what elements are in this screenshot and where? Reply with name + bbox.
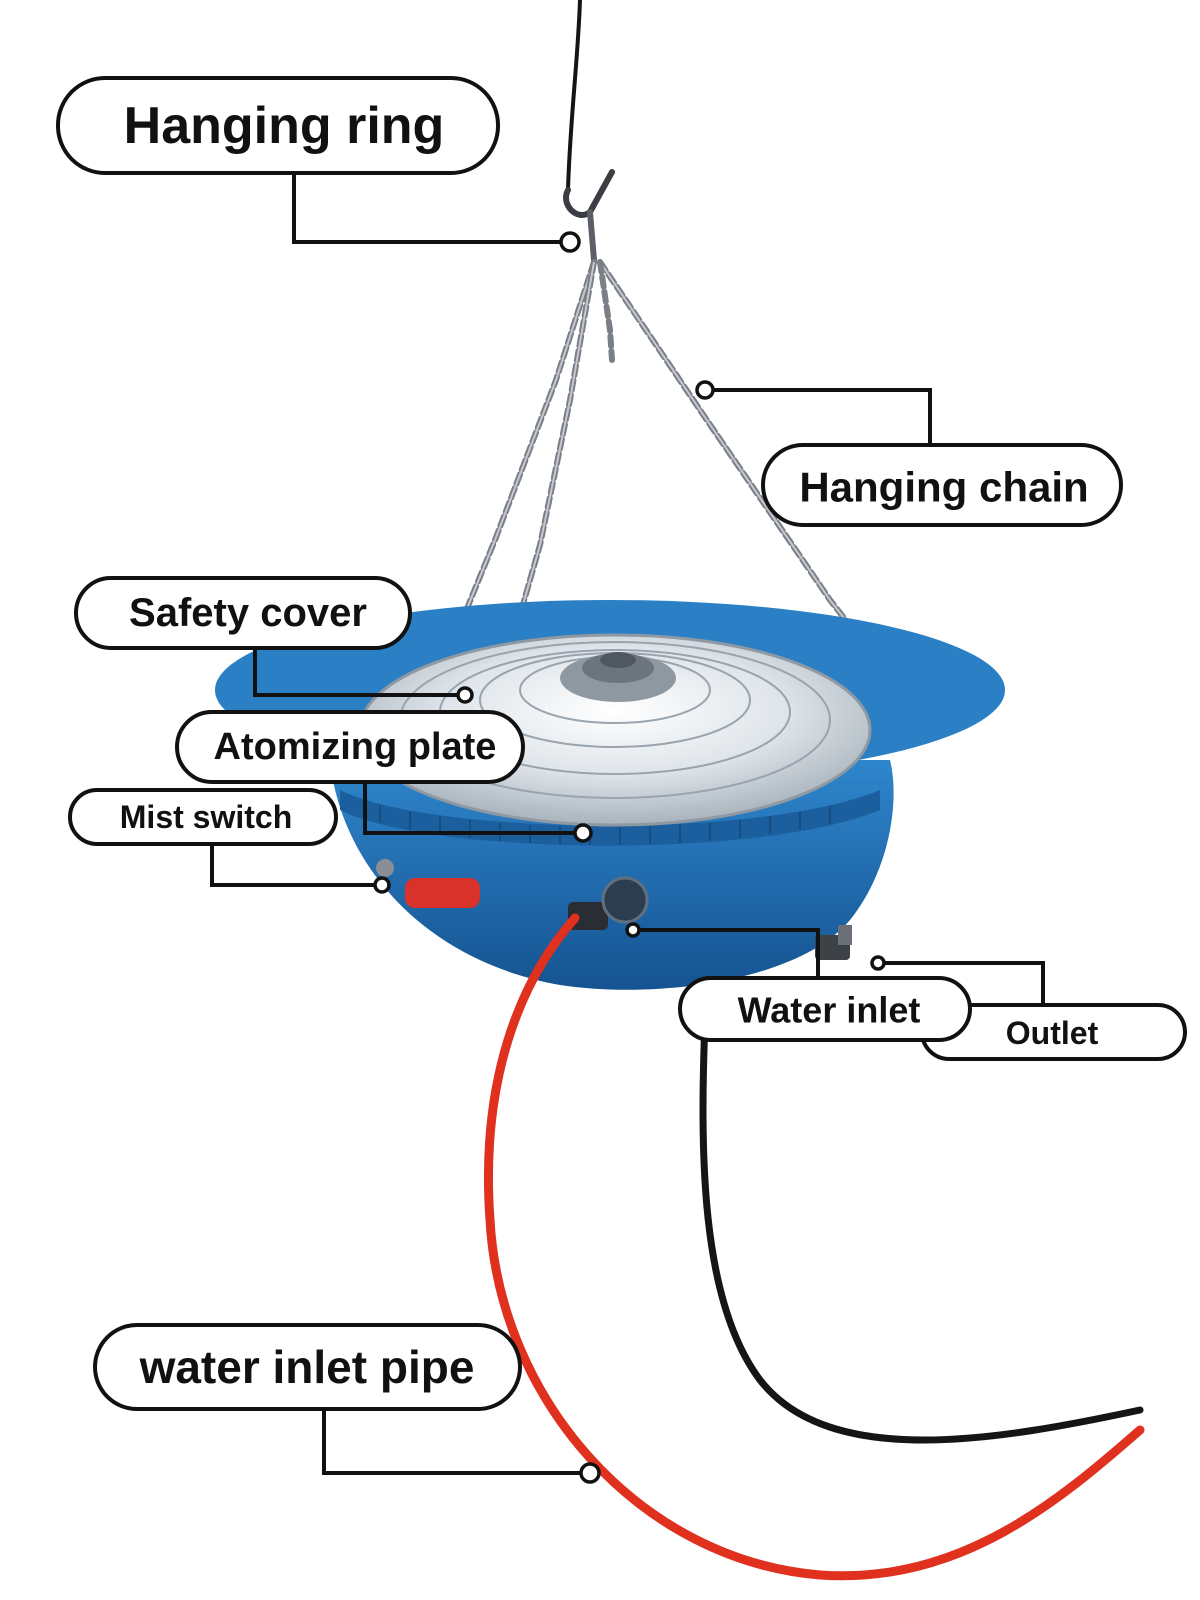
outlet-connector xyxy=(815,925,852,960)
power-cable xyxy=(699,1016,1144,1444)
leader-hanging-chain xyxy=(705,388,932,445)
leader-water-inlet-pipe xyxy=(322,1408,590,1475)
suspension-cable xyxy=(566,0,582,191)
callout-safety-cover: Safety cover xyxy=(74,576,474,704)
label-outlet: Outlet xyxy=(1006,1015,1099,1051)
anchor-hanging-ring xyxy=(559,231,581,253)
label-hanging-ring: Hanging ring xyxy=(124,97,445,155)
anchor-water-inlet-pipe xyxy=(579,1462,601,1484)
callout-water-inlet: Water inlet xyxy=(625,922,972,1042)
callout-atomizing-plate: Atomizing plate xyxy=(175,710,593,843)
leader-outlet xyxy=(878,961,1045,1008)
water-inlet-connector xyxy=(568,876,649,930)
anchor-hanging-chain xyxy=(695,380,715,400)
bowl xyxy=(330,760,894,990)
anchor-outlet xyxy=(870,955,886,971)
leader-safety-cover xyxy=(253,648,465,697)
fan-body xyxy=(215,600,1005,990)
anchor-safety-cover xyxy=(456,686,474,704)
leader-mist-switch xyxy=(210,843,382,887)
pill-hanging-ring xyxy=(56,76,500,175)
pill-safety-cover xyxy=(74,576,412,650)
label-atomizing-plate: Atomizing plate xyxy=(214,726,497,768)
callout-outlet: Outlet xyxy=(870,955,1187,1061)
callout-hanging-ring: Hanging ring xyxy=(56,76,581,253)
anchor-water-inlet xyxy=(625,922,641,938)
pill-atomizing-plate xyxy=(175,710,525,784)
callout-hanging-chain: Hanging chain xyxy=(695,380,1123,527)
mist-switch-knob xyxy=(376,859,480,908)
hanging-ring-hook xyxy=(563,169,615,263)
label-mist-switch: Mist switch xyxy=(120,799,292,835)
pill-hanging-chain xyxy=(761,443,1123,527)
anchor-atomizing-plate xyxy=(573,823,593,843)
label-water-inlet-pipe: water inlet pipe xyxy=(139,1341,475,1393)
anchor-mist-switch xyxy=(373,876,391,894)
leader-atomizing-plate xyxy=(363,782,583,835)
label-hanging-chain: Hanging chain xyxy=(799,464,1088,511)
label-water-inlet: Water inlet xyxy=(738,990,921,1031)
pill-mist-switch xyxy=(68,788,338,846)
leader-water-inlet xyxy=(633,928,820,978)
callout-water-inlet-pipe: water inlet pipe xyxy=(93,1323,601,1484)
label-safety-cover: Safety cover xyxy=(129,591,367,635)
pill-water-inlet-pipe xyxy=(93,1323,522,1411)
pill-water-inlet xyxy=(678,976,972,1042)
callout-mist-switch: Mist switch xyxy=(68,788,391,894)
leader-hanging-ring xyxy=(292,168,570,244)
